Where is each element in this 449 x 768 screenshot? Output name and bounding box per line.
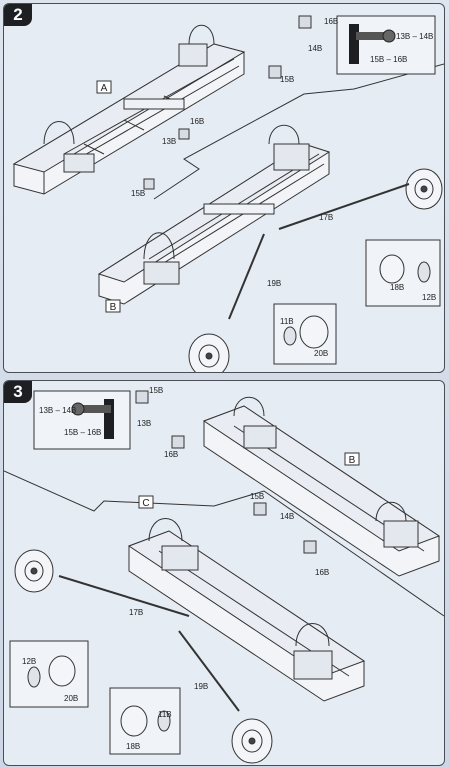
part-label-16: 16B (324, 17, 338, 26)
part-label-15-16-step3: 15B – 16B (64, 428, 101, 437)
part-label-16b: 16B (190, 117, 204, 126)
part-label-13-step3: 13B (137, 419, 151, 428)
step-number-2: 2 (4, 4, 32, 26)
wheel-bottom-step3 (231, 718, 273, 764)
part-label-13: 13B (162, 137, 176, 146)
part-label-16-step3: 16B (164, 450, 178, 459)
chassis-a (12, 24, 246, 195)
step-3-panel: 3 (3, 380, 445, 766)
part-label-19: 19B (267, 279, 281, 288)
wheel-rear-left (188, 333, 230, 372)
chassis-b-step3 (202, 396, 441, 577)
part-label-14-step3: 14B (280, 512, 294, 521)
part-label-18-step3: 18B (126, 742, 140, 751)
part-label-18: 18B (390, 283, 404, 292)
part-label-20-step3: 20B (64, 694, 78, 703)
inset-13-14-step3 (33, 390, 131, 450)
part-label-11: 11B (280, 317, 294, 326)
part-label-19-step3: 19B (194, 682, 208, 691)
part-label-15-step3: 15B (149, 386, 163, 395)
chassis-b (97, 124, 331, 305)
part-label-20: 20B (314, 349, 328, 358)
chassis-label-b-step3: B (349, 455, 356, 466)
part-label-16b-step3: 16B (315, 568, 329, 577)
chassis-label-c: C (142, 498, 149, 509)
step-2-diagram: A B 16B 14B 15B 13B – 14B 15B – 16B 16B … (12, 15, 444, 372)
part-label-12: 12B (422, 293, 436, 302)
part-label-11-step3: 11B (158, 710, 172, 719)
part-label-15b: 15B (131, 189, 145, 198)
step-2-panel: 2 (3, 3, 445, 373)
part-label-15-16: 15B – 16B (370, 55, 407, 64)
part-label-15b-step3: 15B (250, 492, 264, 501)
part-label-13-14-step3: 13B – 14B (39, 406, 76, 415)
wheel-left-step3 (14, 549, 54, 593)
part-label-15: 15B (280, 75, 294, 84)
step-3-diagram: B C 13B – 14B 15B – 16B 15B 13B 16B 15B … (4, 386, 444, 764)
step-number-3: 3 (4, 381, 32, 403)
part-label-14: 14B (308, 44, 322, 53)
chassis-label-a: A (101, 83, 108, 94)
part-label-17: 17B (319, 213, 333, 222)
part-label-17-step3: 17B (129, 608, 143, 617)
part-label-13-14: 13B – 14B (396, 32, 433, 41)
part-label-12-step3: 12B (22, 657, 36, 666)
wheel-front-right (405, 168, 443, 210)
chassis-c (127, 518, 366, 702)
chassis-label-b: B (110, 302, 117, 313)
